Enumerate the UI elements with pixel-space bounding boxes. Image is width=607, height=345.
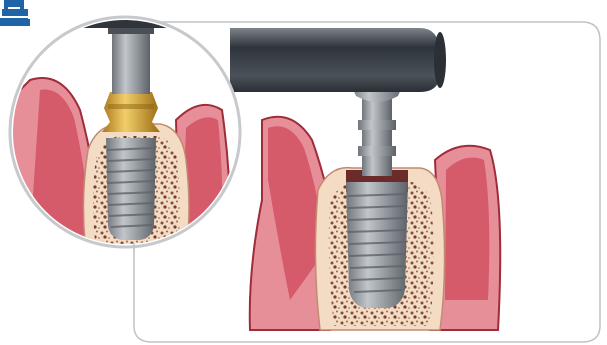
magnified-view [10, 10, 242, 252]
tissue-level-icon [0, 0, 28, 26]
main-scene [230, 28, 500, 330]
